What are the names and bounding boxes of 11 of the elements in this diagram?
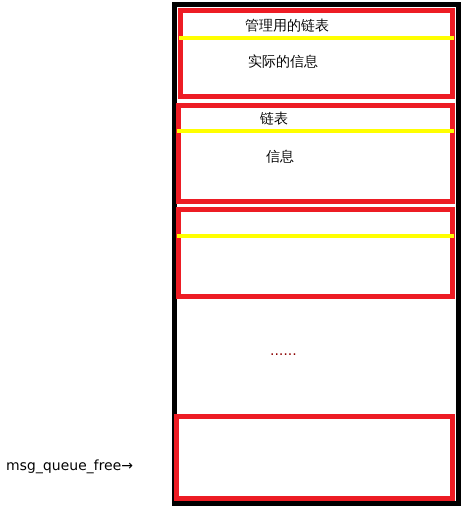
ellipsis-text: ...... <box>270 342 297 360</box>
block-heading: 链表 <box>260 110 288 128</box>
message-block-box <box>174 414 455 501</box>
block-body-text: 实际的信息 <box>248 53 318 71</box>
block-body-text: 信息 <box>266 148 294 166</box>
block-heading: 管理用的链表 <box>245 17 329 35</box>
message-block-box <box>176 207 455 299</box>
message-block-box <box>176 103 455 204</box>
pointer-label: msg_queue_free→ <box>6 457 134 475</box>
memory-area-box <box>172 2 461 506</box>
message-block-box <box>178 8 455 99</box>
